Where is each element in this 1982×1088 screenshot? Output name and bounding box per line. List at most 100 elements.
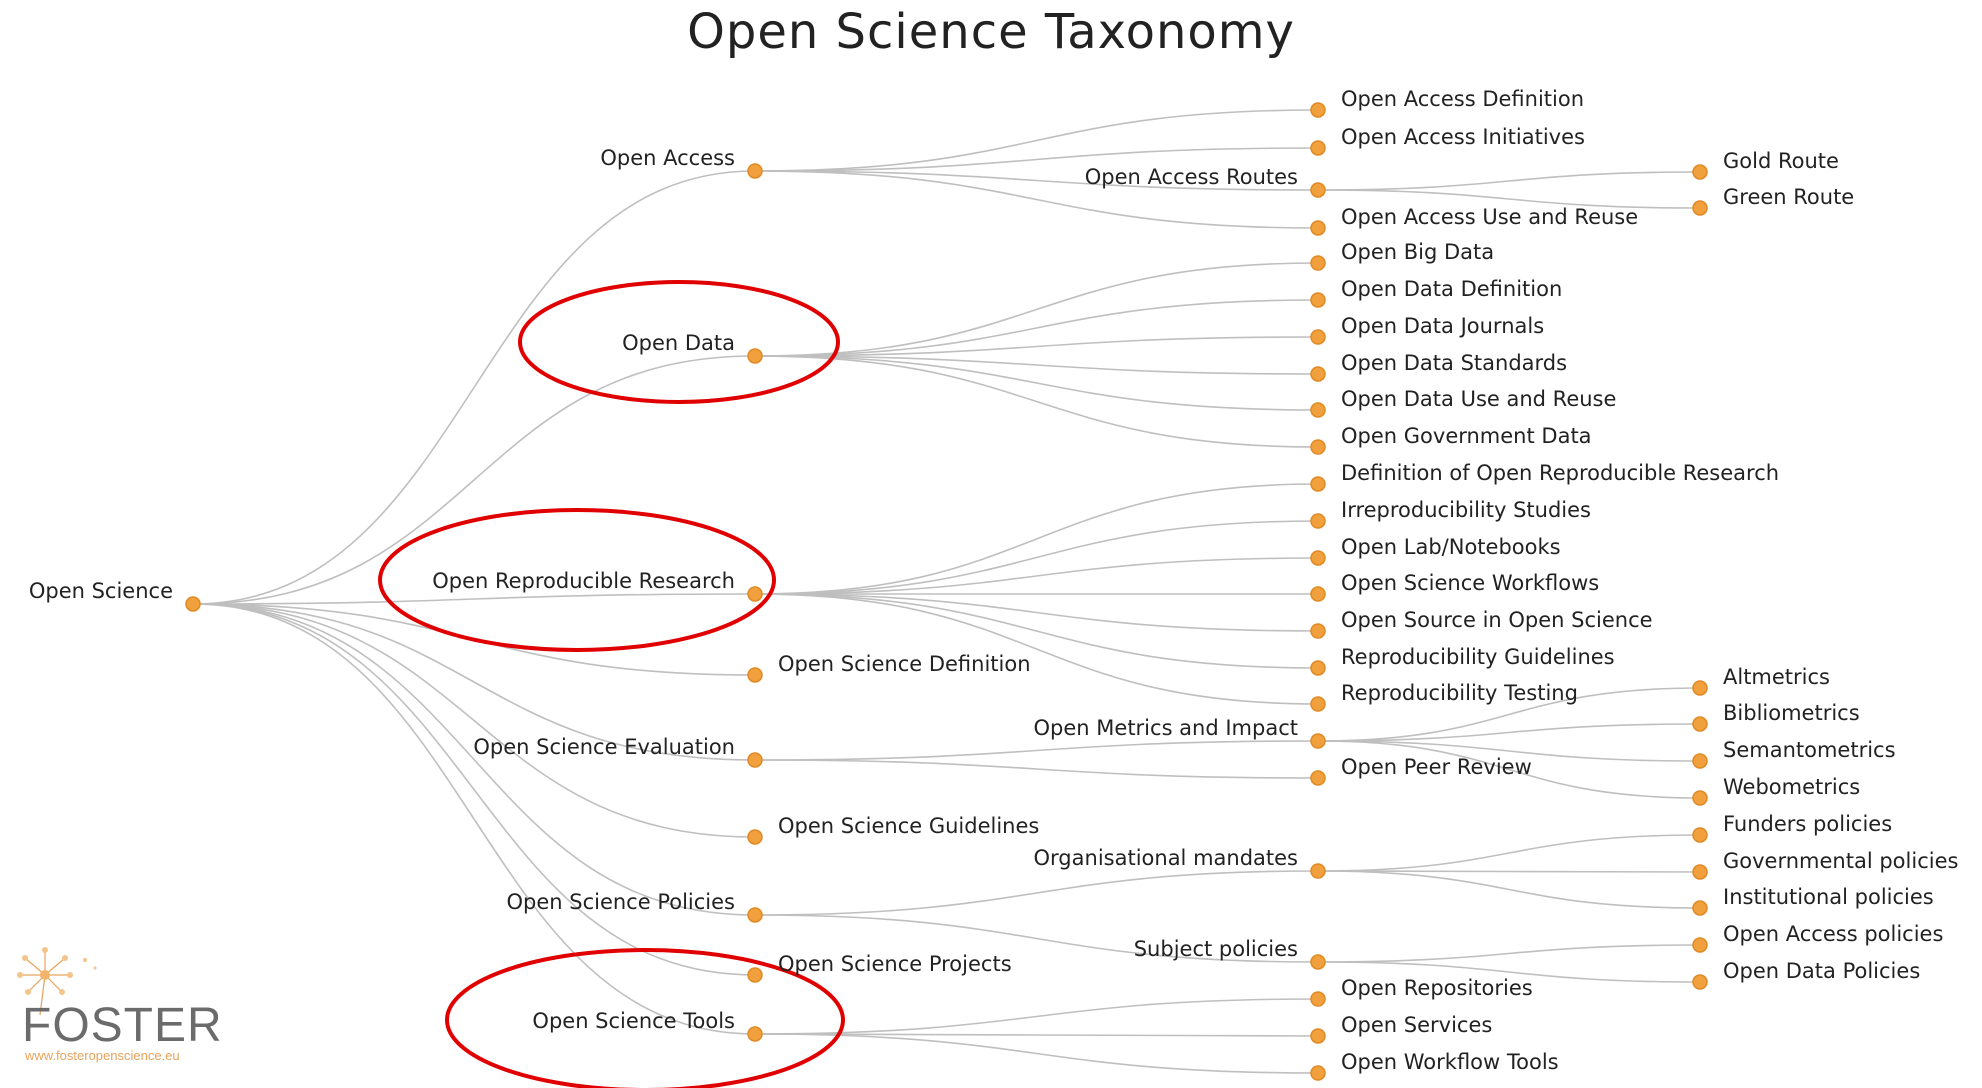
node-dot[interactable] <box>1692 716 1708 732</box>
node-subject-policies[interactable]: Subject policies <box>1134 937 1326 970</box>
node-open-reproducible-research[interactable]: Open Reproducible Research <box>432 569 763 602</box>
node-open-government-data[interactable]: Open Government Data <box>1310 424 1592 455</box>
node-dot[interactable] <box>747 348 763 364</box>
node-open-science-guidelines[interactable]: Open Science Guidelines <box>747 814 1039 845</box>
node-label: Open Access Initiatives <box>1341 125 1585 149</box>
node-definition-of-open-reproducible-research[interactable]: Definition of Open Reproducible Research <box>1310 461 1779 492</box>
node-open-peer-review[interactable]: Open Peer Review <box>1310 755 1532 786</box>
node-label: Subject policies <box>1134 937 1298 961</box>
node-open-data-policies[interactable]: Open Data Policies <box>1692 959 1920 990</box>
node-open-metrics-and-impact[interactable]: Open Metrics and Impact <box>1034 716 1326 749</box>
node-funders-policies[interactable]: Funders policies <box>1692 812 1892 843</box>
node-dot[interactable] <box>1310 476 1326 492</box>
node-dot[interactable] <box>1310 550 1326 566</box>
node-dot[interactable] <box>1692 790 1708 806</box>
node-open-access-policies[interactable]: Open Access policies <box>1692 922 1943 953</box>
node-label: Open Science Guidelines <box>778 814 1039 838</box>
node-open-data-standards[interactable]: Open Data Standards <box>1310 351 1567 382</box>
node-institutional-policies[interactable]: Institutional policies <box>1692 885 1934 916</box>
node-dot[interactable] <box>1692 900 1708 916</box>
node-label: Institutional policies <box>1723 885 1934 909</box>
node-open-data-use-and-reuse[interactable]: Open Data Use and Reuse <box>1310 387 1616 418</box>
node-open-access-use-and-reuse[interactable]: Open Access Use and Reuse <box>1310 205 1638 236</box>
node-dot[interactable] <box>1310 1028 1326 1044</box>
node-reproducibility-testing[interactable]: Reproducibility Testing <box>1310 681 1578 712</box>
node-open-science[interactable]: Open Science <box>29 579 201 612</box>
node-label: Open Science <box>29 579 173 603</box>
node-dot[interactable] <box>1692 974 1708 990</box>
node-dot[interactable] <box>1310 954 1326 970</box>
node-dot[interactable] <box>1310 991 1326 1007</box>
node-open-access[interactable]: Open Access <box>600 146 763 179</box>
node-dot[interactable] <box>1310 863 1326 879</box>
node-dot[interactable] <box>747 667 763 683</box>
node-label: Semantometrics <box>1723 738 1896 762</box>
node-open-source-in-open-science[interactable]: Open Source in Open Science <box>1310 608 1653 639</box>
node-irreproducibility-studies[interactable]: Irreproducibility Studies <box>1310 498 1591 529</box>
node-dot[interactable] <box>1692 864 1708 880</box>
node-dot[interactable] <box>1310 660 1326 676</box>
node-dot[interactable] <box>747 907 763 923</box>
edge-open-data-to-open-government-data <box>754 355 1319 448</box>
node-dot[interactable] <box>1310 220 1326 236</box>
node-dot[interactable] <box>747 967 763 983</box>
node-dot[interactable] <box>1310 140 1326 156</box>
node-dot[interactable] <box>747 163 763 179</box>
node-dot[interactable] <box>1310 586 1326 602</box>
edge-open-access-to-open-access-definition <box>754 109 1319 172</box>
node-label: Definition of Open Reproducible Research <box>1341 461 1779 485</box>
node-open-access-definition[interactable]: Open Access Definition <box>1310 87 1584 118</box>
node-semantometrics[interactable]: Semantometrics <box>1692 738 1896 769</box>
node-open-science-tools[interactable]: Open Science Tools <box>532 1009 763 1042</box>
node-dot[interactable] <box>1310 623 1326 639</box>
node-open-access-initiatives[interactable]: Open Access Initiatives <box>1310 125 1585 156</box>
node-dot[interactable] <box>1692 753 1708 769</box>
node-bibliometrics[interactable]: Bibliometrics <box>1692 701 1860 732</box>
node-dot[interactable] <box>1692 164 1708 180</box>
node-dot[interactable] <box>1310 402 1326 418</box>
node-dot[interactable] <box>1692 680 1708 696</box>
node-dot[interactable] <box>1310 182 1326 198</box>
node-open-data[interactable]: Open Data <box>622 331 763 364</box>
node-dot[interactable] <box>747 1026 763 1042</box>
node-open-access-routes[interactable]: Open Access Routes <box>1085 165 1326 198</box>
node-dot[interactable] <box>747 829 763 845</box>
node-open-data-definition[interactable]: Open Data Definition <box>1310 277 1562 308</box>
node-dot[interactable] <box>747 586 763 602</box>
node-dot[interactable] <box>1310 292 1326 308</box>
node-dot[interactable] <box>1310 366 1326 382</box>
node-dot[interactable] <box>1692 827 1708 843</box>
node-webometrics[interactable]: Webometrics <box>1692 775 1860 806</box>
node-open-repositories[interactable]: Open Repositories <box>1310 976 1533 1007</box>
node-open-science-definition[interactable]: Open Science Definition <box>747 652 1031 683</box>
node-open-workflow-tools[interactable]: Open Workflow Tools <box>1310 1050 1559 1081</box>
node-dot[interactable] <box>1310 770 1326 786</box>
node-reproducibility-guidelines[interactable]: Reproducibility Guidelines <box>1310 645 1615 676</box>
node-dot[interactable] <box>1310 733 1326 749</box>
node-open-data-journals[interactable]: Open Data Journals <box>1310 314 1544 345</box>
node-label: Open Data Policies <box>1723 959 1920 983</box>
node-open-science-policies[interactable]: Open Science Policies <box>506 890 763 923</box>
node-dot[interactable] <box>1310 513 1326 529</box>
node-open-science-evaluation[interactable]: Open Science Evaluation <box>473 735 763 768</box>
node-open-science-projects[interactable]: Open Science Projects <box>747 952 1012 983</box>
node-dot[interactable] <box>1310 1065 1326 1081</box>
node-green-route[interactable]: Green Route <box>1692 185 1854 216</box>
node-open-big-data[interactable]: Open Big Data <box>1310 240 1494 271</box>
node-altmetrics[interactable]: Altmetrics <box>1692 665 1830 696</box>
node-open-lab-notebooks[interactable]: Open Lab/Notebooks <box>1310 535 1561 566</box>
node-organisational-mandates[interactable]: Organisational mandates <box>1034 846 1326 879</box>
node-dot[interactable] <box>1310 439 1326 455</box>
node-governmental-policies[interactable]: Governmental policies <box>1692 849 1958 880</box>
node-gold-route[interactable]: Gold Route <box>1692 149 1839 180</box>
node-dot[interactable] <box>1310 255 1326 271</box>
node-dot[interactable] <box>1692 937 1708 953</box>
node-dot[interactable] <box>1310 329 1326 345</box>
node-dot[interactable] <box>1310 102 1326 118</box>
node-open-science-workflows[interactable]: Open Science Workflows <box>1310 571 1599 602</box>
node-dot[interactable] <box>747 752 763 768</box>
node-open-services[interactable]: Open Services <box>1310 1013 1492 1044</box>
node-dot[interactable] <box>185 596 201 612</box>
node-dot[interactable] <box>1692 200 1708 216</box>
node-dot[interactable] <box>1310 696 1326 712</box>
